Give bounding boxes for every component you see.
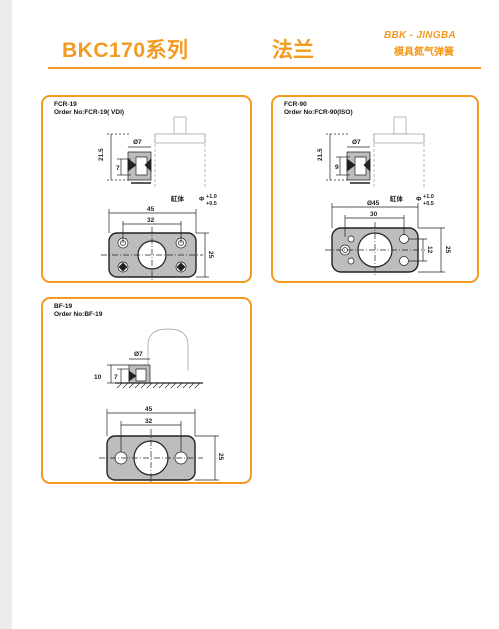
panel-fcr-19: FCR-19 Order No:FCR-19( VDI) [41,95,252,283]
dim-width: 45 [145,406,153,413]
page-subtitle: 法兰 [272,39,314,62]
panel-fcr-90: FCR-90 Order No:FCR-90(ISO) [271,95,479,283]
page-title: BKC170系列 [62,39,189,62]
dim-h-total: 21.5 [317,148,324,161]
dim-hole-spacing: 30 [370,211,378,218]
tolerance-phi: Φ [199,196,205,203]
fcr-19-drawing: 21.5 7 Ø7 45 32 25 缸体 Φ +1.0 +0.5 [98,116,217,281]
dim-h-total: 21.5 [98,148,105,161]
dim-h-outer: 10 [94,374,102,381]
brand-logo-cn: 模具氮气弹簧 [394,47,454,58]
dim-hole-spacing: 32 [145,418,153,425]
tolerance-phi: Φ [416,196,422,203]
dim-height: 25 [207,251,214,259]
tolerance-label: 缸体 [389,194,404,203]
fcr-90-drawing: 21.5 9 Ø7 Ø45 30 12 25 缸体 Φ +1.0 +0.5 [317,116,451,277]
dim-h-flange: 7 [114,374,118,381]
dim-bore: Ø7 [352,139,361,146]
panel-name: FCR-90 [284,101,307,108]
dim-h-flange: 9 [335,164,339,171]
tolerance-lower: +0.5 [206,201,217,207]
dim-bore: Ø7 [133,139,142,146]
panel-name: FCR-19 [54,101,77,108]
tolerance-lower: +0.5 [423,201,434,207]
dim-width: 45 [147,206,155,213]
tolerance-upper: +1.0 [206,194,217,200]
tolerance-label: 缸体 [170,194,185,203]
order-number: Order No:FCR-19( VDI) [54,109,125,116]
dim-inner: 12 [426,246,433,254]
dim-h-flange: 7 [116,165,120,172]
bf-19-drawing: 10 7 Ø7 45 32 25 [94,328,224,482]
panel-bf-19: BF-19 Order No:BF-19 [41,297,252,484]
brand-logo-en: BBK - JINGBA [384,30,456,41]
dim-hole-spacing: 32 [147,217,155,224]
dim-width: Ø45 [367,200,380,207]
dim-bore: Ø7 [134,351,143,358]
order-number: Order No:FCR-90(ISO) [284,109,353,116]
header-rule [48,67,481,69]
tolerance-upper: +1.0 [423,194,434,200]
dim-height: 25 [444,246,451,254]
page-margin-strip [0,0,12,629]
dim-height: 25 [217,453,224,461]
panel-name: BF-19 [54,303,73,310]
order-number: Order No:BF-19 [54,311,103,318]
brand-logo: BBK - JINGBA 模具氮气弹簧 [384,30,480,64]
